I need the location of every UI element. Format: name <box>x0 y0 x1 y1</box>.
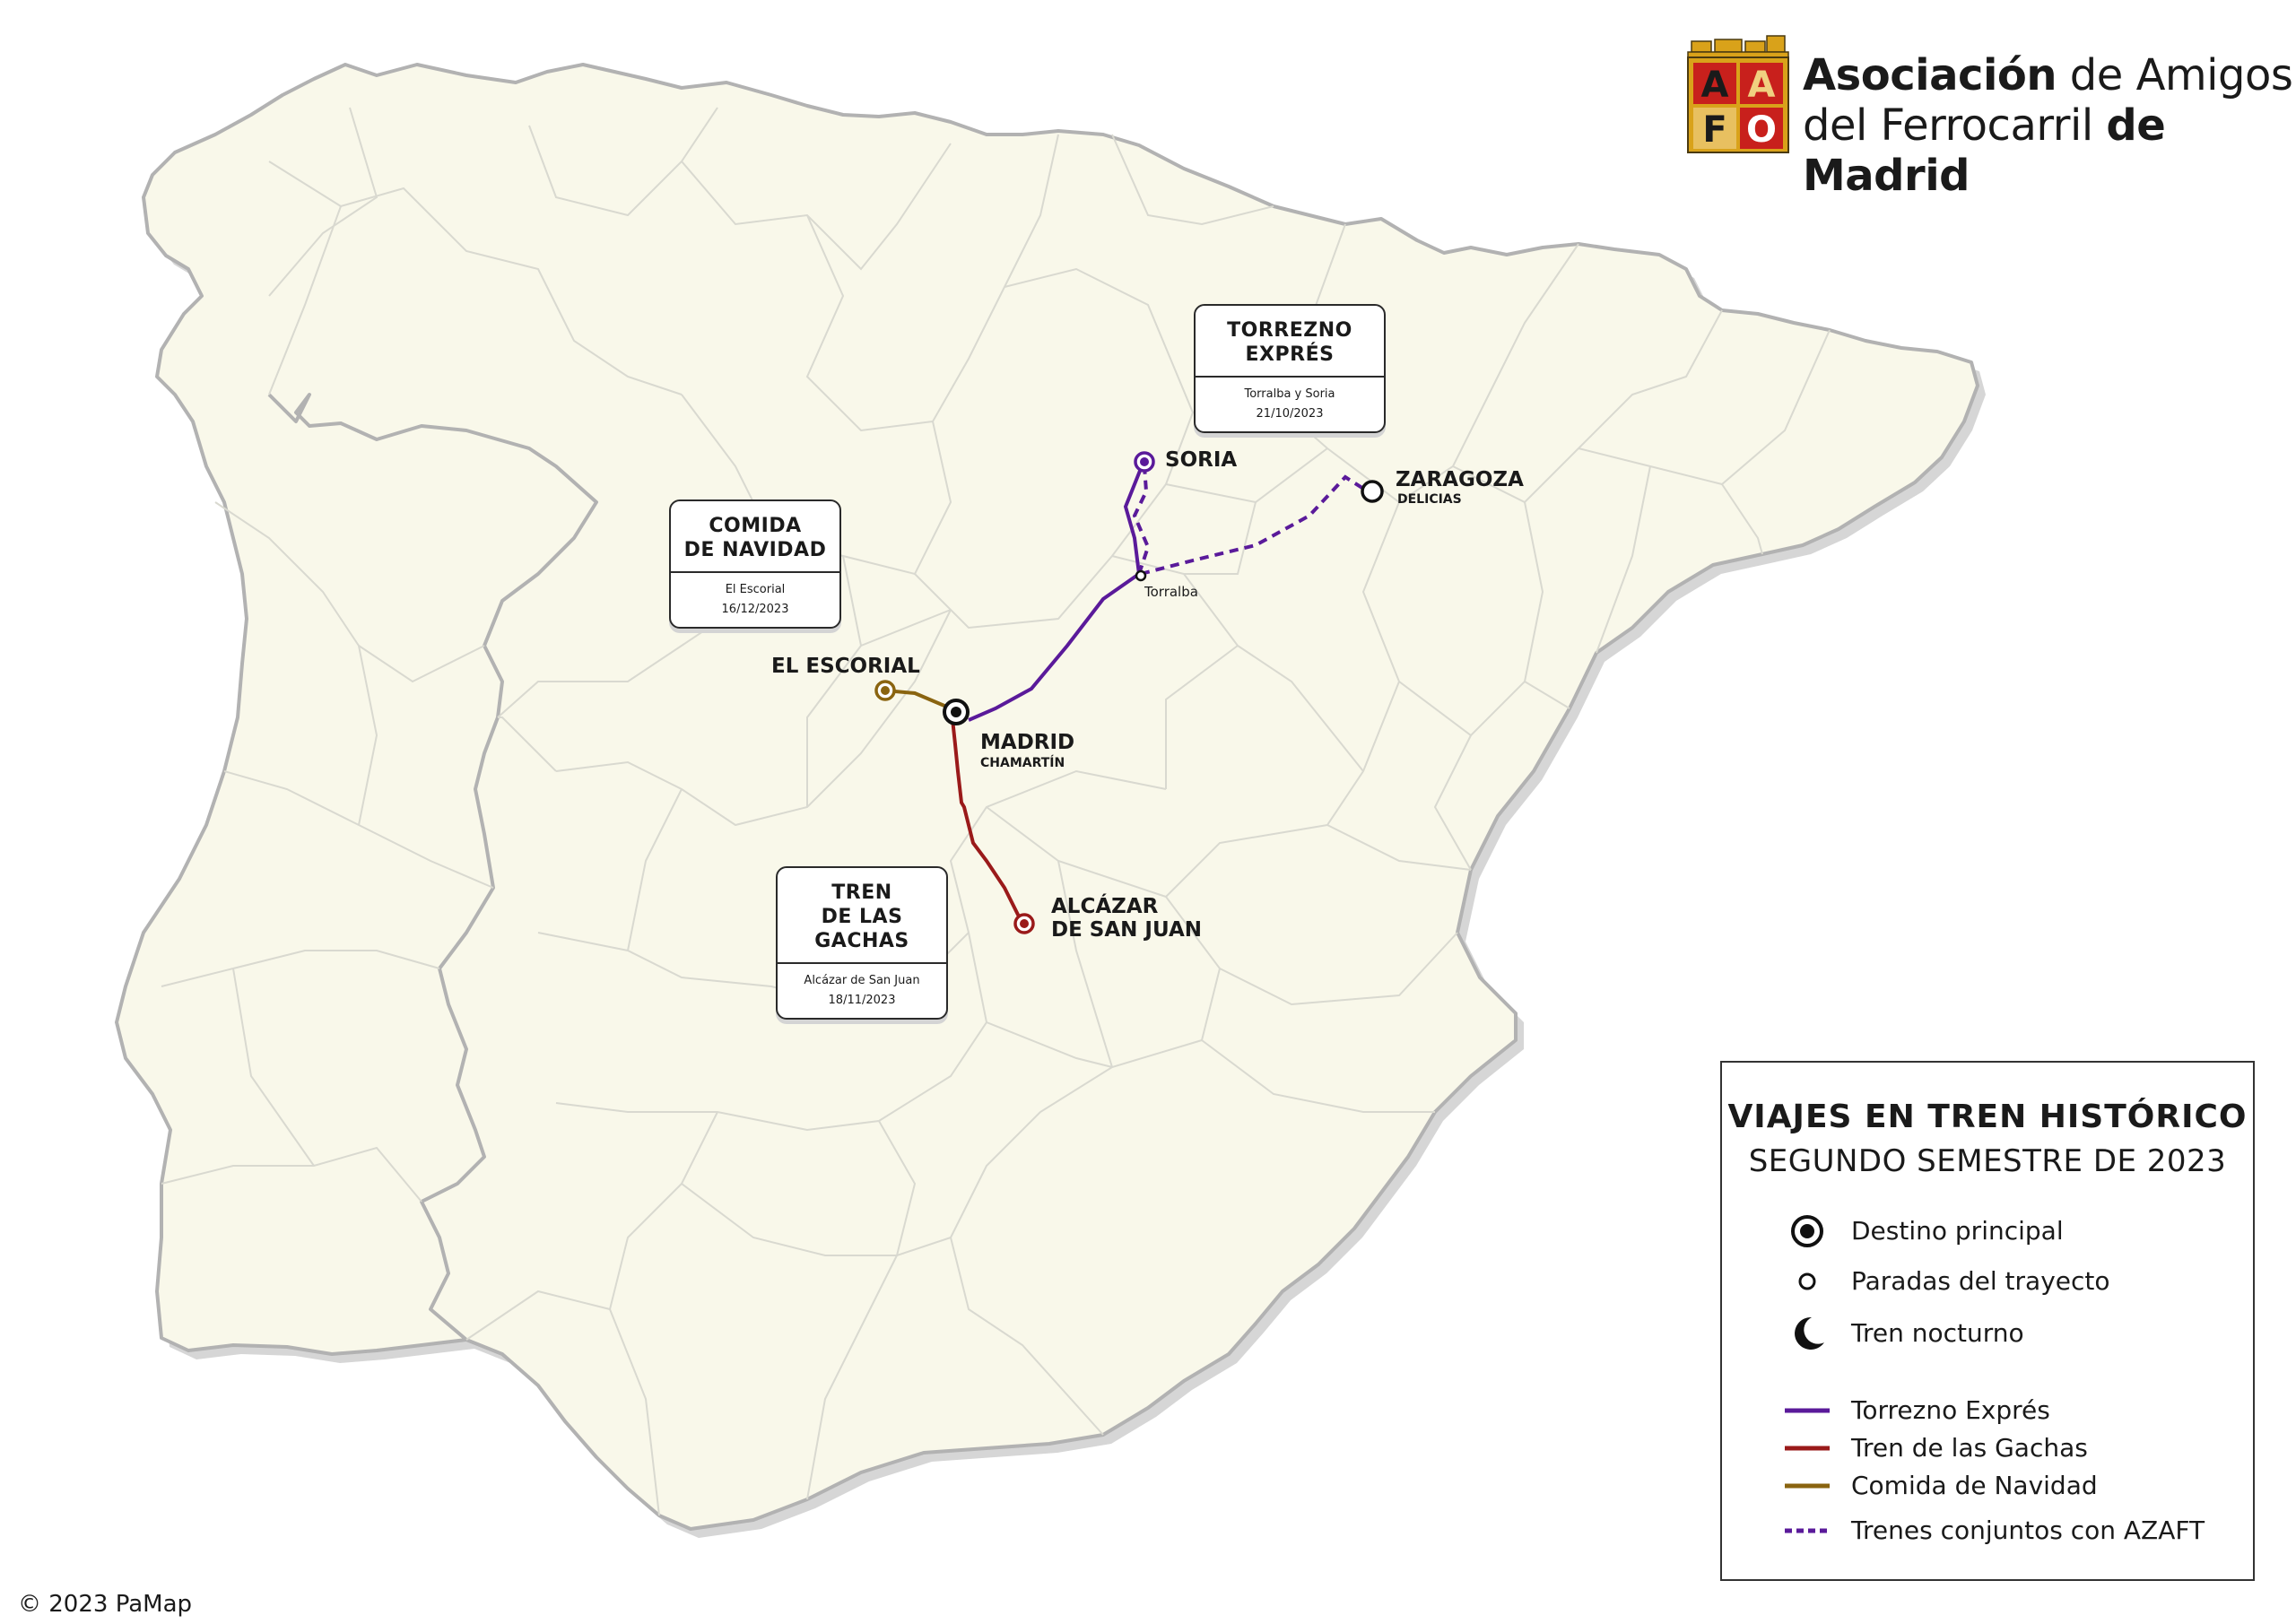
legend-label-azaft: Trenes conjuntos con AZAFT <box>1851 1515 2205 1545</box>
organization-line-1: Asociación de Amigos <box>1803 50 2293 100</box>
legend-label-destino: Destino principal <box>1851 1216 2064 1246</box>
label-zaragoza-sub: DELICIAS <box>1397 492 1462 507</box>
line-torrezno-icon <box>1785 1408 1830 1413</box>
legend-item-destino: Destino principal <box>1722 1213 2253 1249</box>
parada-icon <box>1798 1272 1816 1290</box>
card-torrezno-place: Torralba y Soria <box>1244 387 1335 401</box>
legend-item-navidad: Comida de Navidad <box>1722 1468 2253 1504</box>
label-madrid: MADRID <box>980 731 1074 754</box>
legend-item-paradas: Paradas del trayecto <box>1722 1264 2253 1299</box>
logo-letter-a1: A <box>1701 65 1729 106</box>
logo-letter-o: O <box>1746 109 1777 151</box>
marker-escorial <box>874 680 896 701</box>
marker-zaragoza <box>1361 480 1384 503</box>
legend-item-azaft: Trenes conjuntos con AZAFT <box>1722 1513 2253 1549</box>
legend-label-nocturno: Tren nocturno <box>1851 1318 2024 1348</box>
legend-label-navidad: Comida de Navidad <box>1851 1471 2098 1500</box>
moon-icon <box>1795 1316 1824 1350</box>
marker-soria <box>1134 451 1155 473</box>
legend-item-nocturno: Tren nocturno <box>1722 1316 2253 1351</box>
legend-label-torrezno: Torrezno Exprés <box>1851 1395 2050 1425</box>
card-torrezno-details: Torralba y Soria 21/10/2023 <box>1196 378 1384 431</box>
card-torrezno-title: TORREZNO EXPRÉS <box>1196 306 1384 378</box>
province-boundaries <box>161 107 1831 1516</box>
organization-name: Asociación de Amigos del Ferrocarril de … <box>1803 50 2296 201</box>
card-navidad-place: El Escorial <box>725 583 786 596</box>
copyright: © 2023 PaMap <box>18 1591 193 1618</box>
card-comida-navidad: COMIDA DE NAVIDAD El Escorial 16/12/2023 <box>669 499 841 629</box>
line-azaft-icon <box>1785 1528 1830 1533</box>
label-alcazar-2: DE SAN JUAN <box>1051 918 1202 942</box>
card-torrezno-expres: TORREZNO EXPRÉS Torralba y Soria 21/10/2… <box>1194 304 1386 433</box>
card-gachas-details: Alcázar de San Juan 18/11/2023 <box>778 964 946 1018</box>
card-navidad-title: COMIDA DE NAVIDAD <box>671 501 839 573</box>
legend-item-gachas: Tren de las Gachas <box>1722 1430 2253 1466</box>
card-gachas-date: 18/11/2023 <box>828 994 896 1007</box>
marker-torralba <box>1135 569 1147 582</box>
legend-subtitle: SEGUNDO SEMESTRE DE 2023 <box>1748 1143 2227 1179</box>
label-alcazar-1: ALCÁZAR <box>1051 893 1159 918</box>
label-madrid-sub: CHAMARTÍN <box>980 755 1065 770</box>
legend-label-paradas: Paradas del trayecto <box>1851 1266 2110 1296</box>
label-soria: SORIA <box>1165 448 1237 472</box>
route-torrezno-expres <box>968 461 1370 722</box>
marker-madrid <box>943 699 970 725</box>
marker-alcazar <box>1013 913 1035 934</box>
route-azaft-zaragoza <box>1140 474 1370 576</box>
legend-title: VIAJES EN TREN HISTÓRICO <box>1727 1099 2248 1135</box>
route-tren-gachas <box>951 718 1024 925</box>
aafm-logo: A A F O <box>1687 35 1789 153</box>
label-escorial: EL ESCORIAL <box>771 655 920 678</box>
label-torralba: Torralba <box>1144 584 1198 600</box>
card-tren-gachas: TREN DE LAS GACHAS Alcázar de San Juan 1… <box>776 866 948 1020</box>
card-navidad-details: El Escorial 16/12/2023 <box>671 573 839 627</box>
peninsula-land <box>115 63 1979 1531</box>
label-zaragoza: ZARAGOZA <box>1396 468 1524 491</box>
logo-letter-a2: A <box>1748 65 1776 106</box>
destino-principal-icon <box>1791 1215 1823 1247</box>
card-gachas-place: Alcázar de San Juan <box>804 974 920 987</box>
line-navidad-icon <box>1785 1483 1830 1489</box>
line-gachas-icon <box>1785 1446 1830 1451</box>
route-azaft-joint <box>1132 465 1151 575</box>
legend-item-torrezno: Torrezno Exprés <box>1722 1393 2253 1429</box>
legend-label-gachas: Tren de las Gachas <box>1851 1433 2088 1463</box>
train-icon <box>1687 35 1789 58</box>
organization-line-2: del Ferrocarril de Madrid <box>1803 100 2166 201</box>
card-navidad-date: 16/12/2023 <box>721 603 789 616</box>
card-torrezno-date: 21/10/2023 <box>1256 407 1324 421</box>
card-gachas-title: TREN DE LAS GACHAS <box>778 868 946 964</box>
legend-box: VIAJES EN TREN HISTÓRICO SEGUNDO SEMESTR… <box>1720 1061 2255 1581</box>
logo-letter-f: F <box>1702 109 1726 151</box>
